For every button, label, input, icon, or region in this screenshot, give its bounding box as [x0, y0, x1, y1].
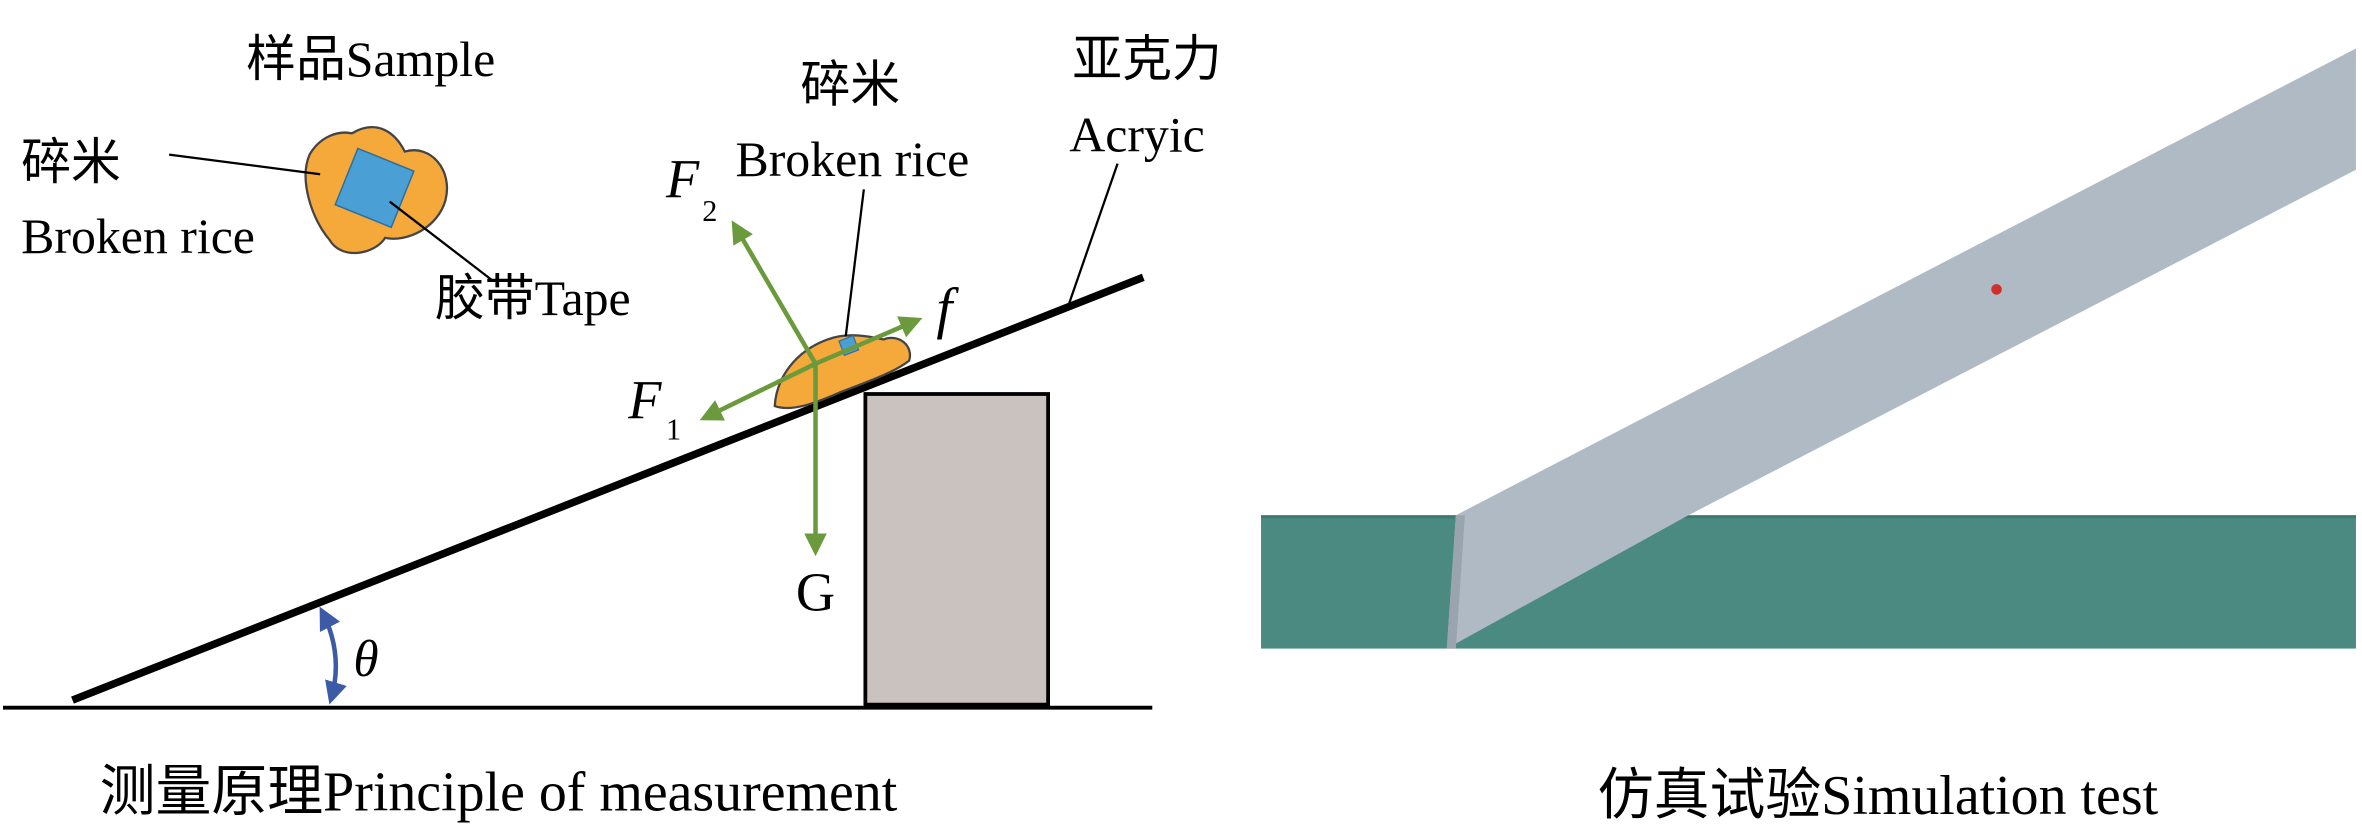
simulation-particle — [1991, 284, 2002, 295]
simulation-incline-plate — [1446, 48, 2356, 649]
force-f2-arrow — [731, 220, 818, 365]
simulation-base-slab — [1261, 515, 2356, 649]
incline-plate — [71, 273, 1145, 704]
incline-rice-leader-line — [844, 189, 865, 337]
force-friction-label: f — [936, 277, 959, 340]
simulation-test-panel: 仿真试验Simulation test — [1261, 48, 2356, 827]
incline-rice-label-en: Broken rice — [735, 132, 969, 187]
force-f2-label: F — [665, 148, 700, 209]
force-f1-label: F — [627, 369, 662, 430]
acrylic-label-en: Acryic — [1069, 107, 1205, 162]
tape-leader-line — [388, 200, 494, 282]
sample-tape-icon — [334, 147, 415, 229]
measurement-caption: 测量原理Principle of measurement — [100, 762, 898, 824]
force-f1-arrow — [699, 361, 817, 421]
force-f2-subscript: 2 — [702, 194, 717, 228]
sample-label: 样品Sample — [246, 32, 495, 87]
tape-label: 胶带Tape — [435, 271, 631, 326]
force-f1-subscript: 1 — [666, 412, 681, 446]
sample-rice-label-cn: 碎米 — [21, 135, 121, 190]
sample-rice-label-en: Broken rice — [21, 209, 255, 264]
simulation-incline-plate-edge — [1446, 515, 1465, 649]
sample-rice-leader-line — [168, 153, 321, 176]
acrylic-leader-line — [1068, 163, 1119, 304]
sample-illustration — [304, 126, 449, 255]
measurement-principle-panel: 样品Sample 碎米 Broken rice 胶带Tape 亚克力 Acryi… — [3, 32, 1222, 824]
incline-rice-label-cn: 碎米 — [800, 57, 900, 112]
simulation-caption: 仿真试验Simulation test — [1598, 765, 2159, 827]
support-block — [863, 392, 1050, 707]
force-friction-arrow — [814, 316, 923, 366]
angle-arc-arrow — [319, 606, 347, 705]
acrylic-label-cn: 亚克力 — [1072, 32, 1221, 87]
force-vectors — [699, 220, 923, 557]
force-gravity-label: G — [796, 562, 835, 623]
angle-label: θ — [353, 631, 378, 688]
